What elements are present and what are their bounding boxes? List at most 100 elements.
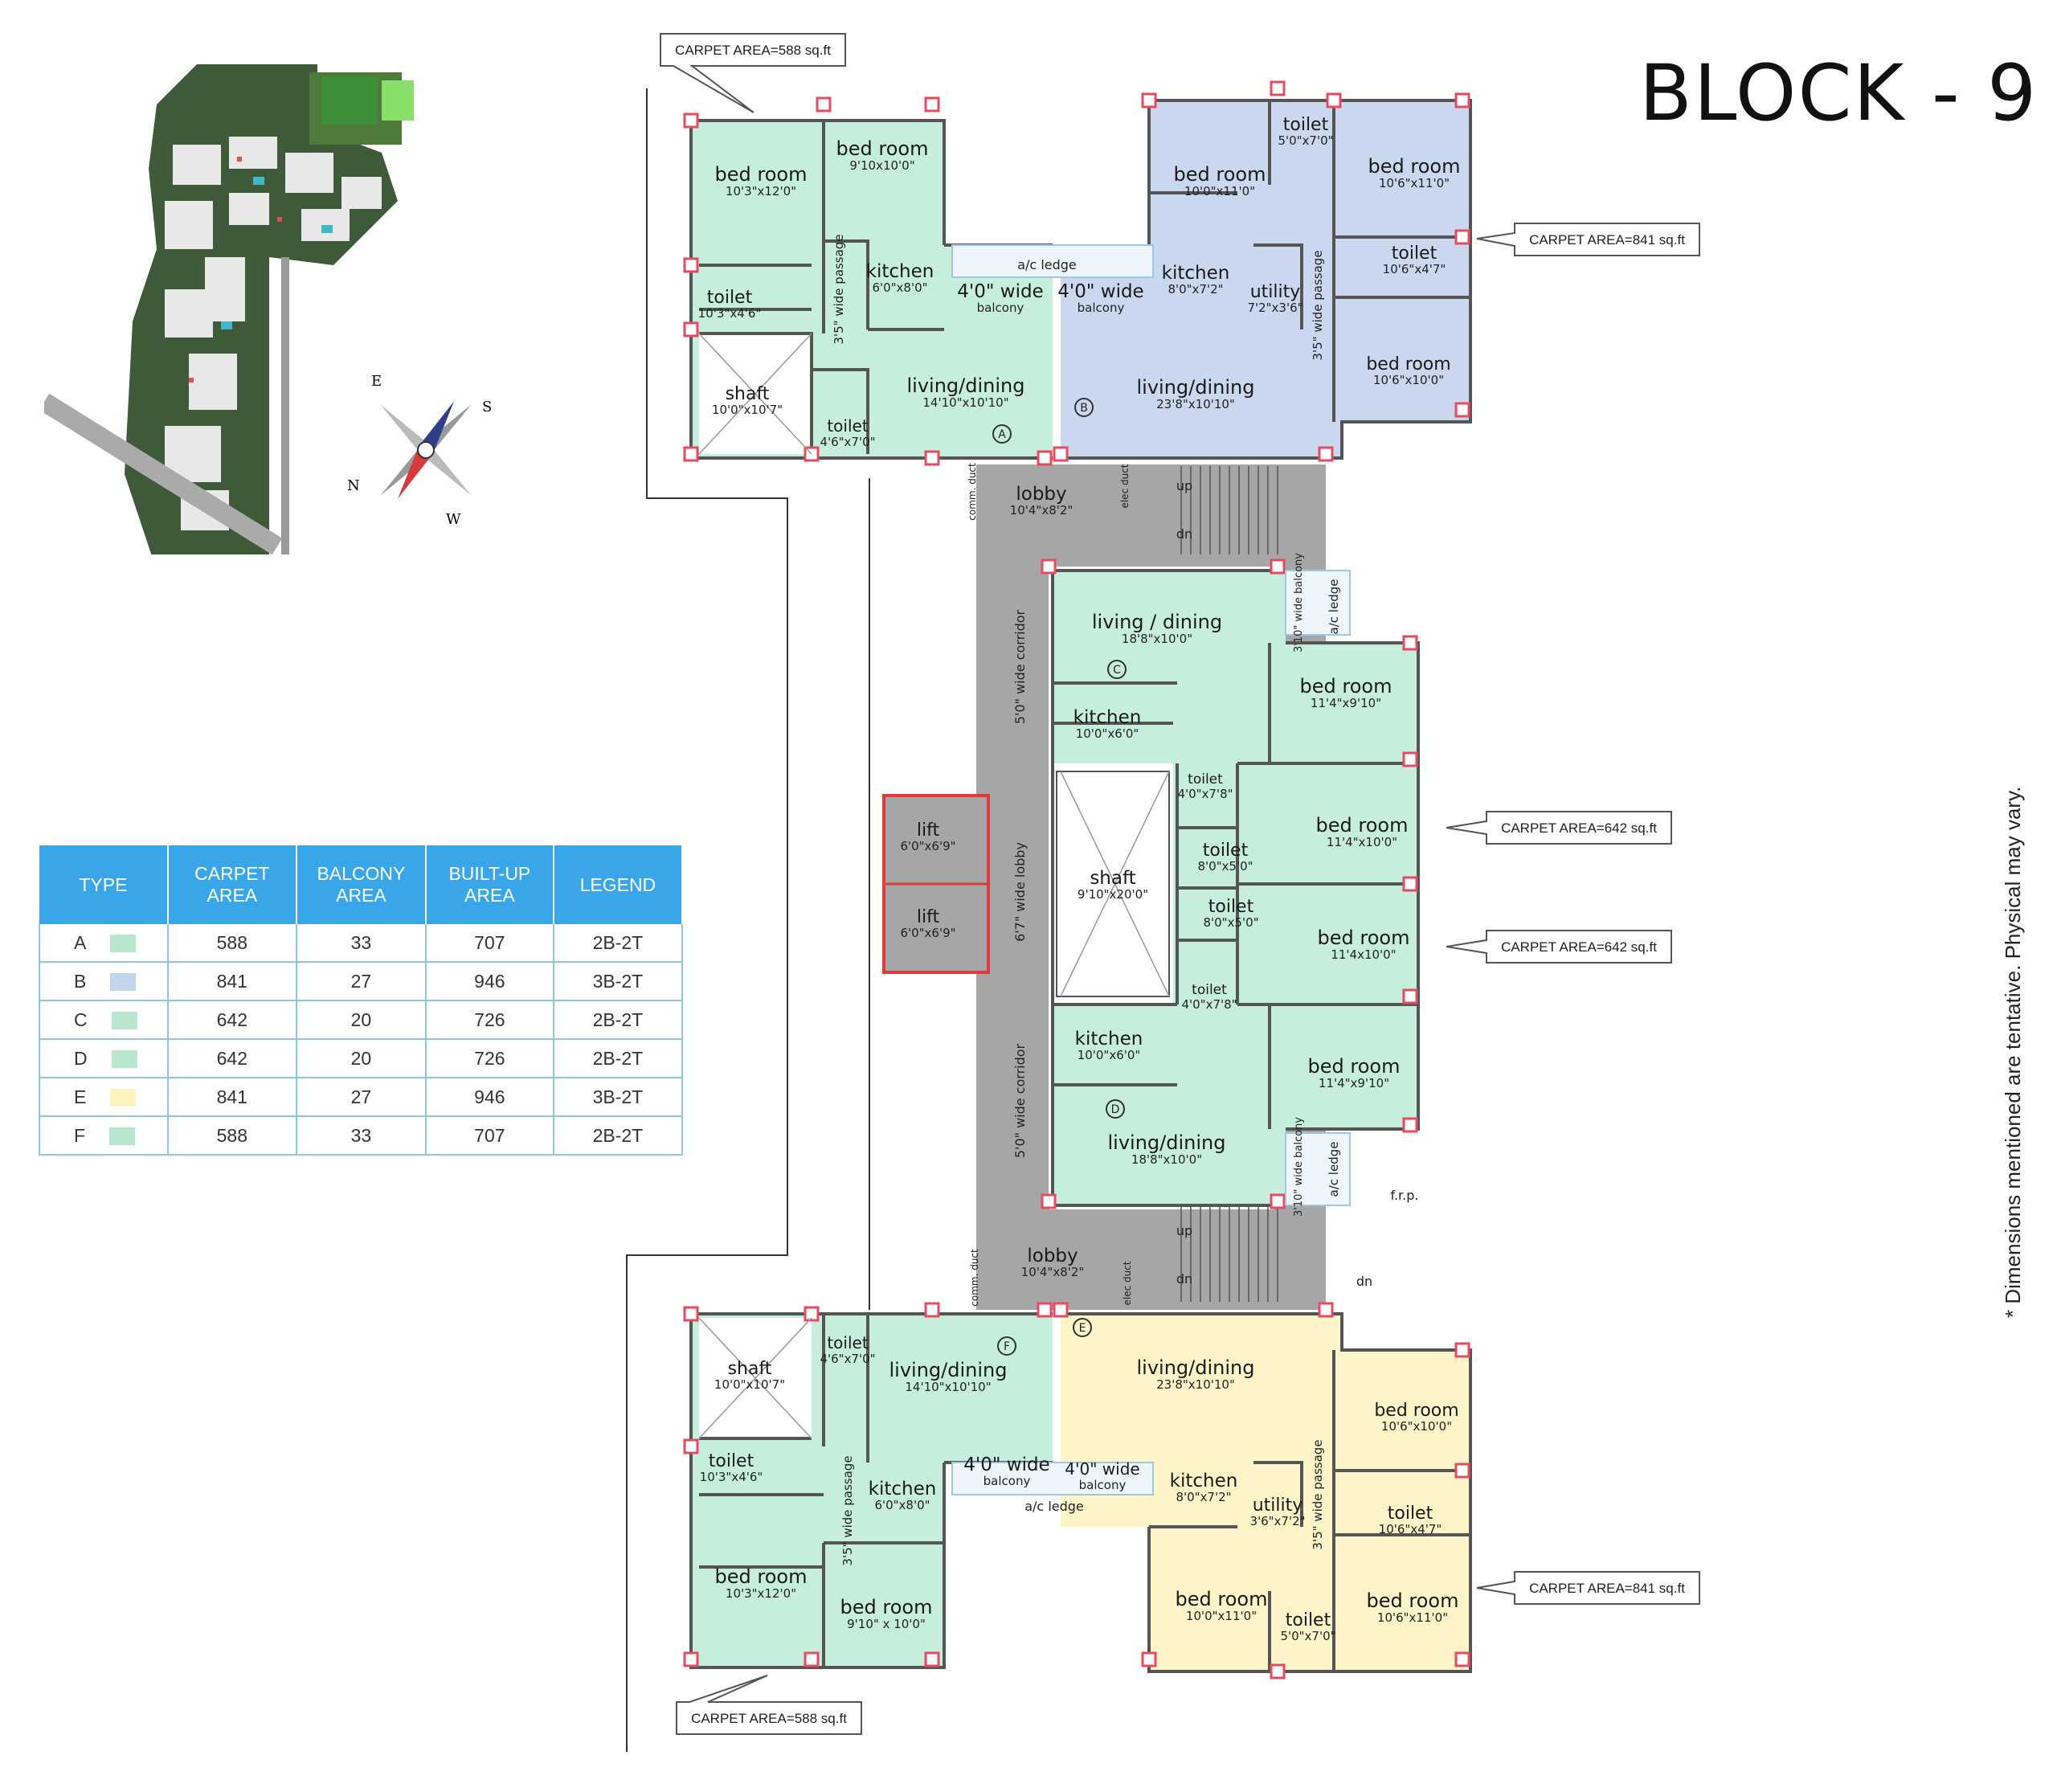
- structural-column: [1141, 1651, 1157, 1667]
- plan-label: dn: [1356, 1274, 1372, 1289]
- room-dimension: balcony: [1079, 1478, 1127, 1492]
- carpet-area-callout: [676, 1675, 862, 1735]
- structural-column: [1402, 1117, 1418, 1133]
- structural-column: [1326, 92, 1342, 108]
- room-dimension: 10'0"x11'0": [1184, 184, 1255, 198]
- room-dimension: balcony: [984, 1474, 1031, 1488]
- room-dimension: 4'6"x7'0": [820, 435, 875, 449]
- unit-f-area: [691, 1314, 1053, 1667]
- room-name: lift: [917, 907, 940, 927]
- room-dimension: 10'0"x11'0": [1186, 1609, 1257, 1623]
- room-dimension: balcony: [1078, 301, 1125, 315]
- room-name: lobby: [1027, 1246, 1078, 1266]
- unit-badge-letter: D: [1111, 1103, 1120, 1116]
- room-dimension: 11'4"x10'0": [1327, 835, 1397, 849]
- room-dimension: 18'8"x10'0": [1131, 1152, 1202, 1167]
- wall: [1253, 243, 1303, 329]
- carpet-area-callout: [1476, 223, 1700, 256]
- wall: [691, 119, 946, 245]
- cell-carpet: 841: [167, 962, 297, 1001]
- cell-carpet: 588: [167, 924, 297, 963]
- type-letter: E: [74, 1086, 87, 1107]
- unit-a-area: [691, 121, 1053, 458]
- unit-badge: [1073, 1318, 1092, 1337]
- room-name: kitchen: [869, 1479, 937, 1499]
- vertical-label: 3'5" wide passage: [1311, 250, 1325, 360]
- legend-swatch: [110, 1089, 137, 1107]
- room-name: bed room: [1366, 354, 1450, 374]
- legend-swatch: [111, 1050, 137, 1069]
- room-name: bed room: [1368, 155, 1461, 178]
- room-name: lobby: [1016, 484, 1066, 505]
- room-name: shaft: [728, 1359, 772, 1379]
- cell-builtup: 946: [425, 962, 554, 1001]
- room-name: toilet: [1208, 897, 1254, 917]
- cell-type: A: [39, 924, 169, 963]
- unit-badge: [997, 1336, 1016, 1356]
- room-name: living / dining: [1092, 611, 1222, 633]
- unit-badge-letter: A: [998, 428, 1006, 441]
- room-name: living/dining: [889, 1359, 1008, 1381]
- room-name: bed room: [1176, 1588, 1268, 1610]
- cell-type: E: [39, 1078, 169, 1117]
- room-dimension: 8'0"x5'0": [1203, 915, 1258, 930]
- room-dimension: 7'2"x3'6": [1247, 301, 1302, 315]
- room-name: 4'0" wide: [1057, 281, 1143, 302]
- vertical-label: 3'10" wide balcony: [1293, 1117, 1305, 1217]
- cell-carpet: 841: [167, 1078, 297, 1117]
- type-letter: A: [74, 931, 87, 953]
- legend-swatch: [110, 973, 137, 992]
- room-name: toilet: [1203, 841, 1249, 861]
- carpet-area-label: CARPET AREA=588 sq.ft: [675, 43, 831, 58]
- room-name: bed room: [1308, 1055, 1401, 1078]
- room-name: utility: [1253, 1495, 1303, 1516]
- cell-builtup: 726: [425, 1000, 554, 1040]
- unit-badge-letter: C: [1113, 664, 1121, 677]
- compass-w: W: [446, 511, 461, 528]
- room-name: 4'0" wide: [1065, 1459, 1139, 1479]
- vertical-label: elec duct: [1119, 464, 1131, 508]
- vertical-label: 3'5" wide passage: [1311, 1439, 1325, 1549]
- plan-label: a/c ledge: [1017, 257, 1077, 272]
- unit-badge: [1107, 660, 1127, 679]
- table-header: CARPET AREA: [167, 845, 297, 924]
- structural-column: [1270, 1663, 1286, 1679]
- room-name: kitchen: [1162, 263, 1230, 284]
- unit-b-area: [1061, 100, 1470, 458]
- structural-column: [1318, 1302, 1334, 1318]
- cell-balcony: 20: [296, 1039, 427, 1078]
- site-location-map: [44, 64, 414, 554]
- structural-column: [1037, 450, 1053, 466]
- room-dimension: 10'6"x4'7": [1379, 1522, 1442, 1536]
- room-dimension: 10'6"x4'7": [1383, 262, 1446, 276]
- room-name: living/dining: [1108, 1131, 1226, 1154]
- structural-column: [683, 1306, 699, 1322]
- room-dimension: 14'10"x10'10": [905, 1380, 991, 1394]
- room-dimension: 10'6"x11'0": [1379, 176, 1450, 190]
- room-dimension: 4'0"x7'8": [1177, 787, 1233, 801]
- structural-column: [804, 1306, 820, 1322]
- cell-legend: 2B-2T: [553, 1039, 684, 1078]
- room-dimension: 18'8"x10'0": [1122, 632, 1192, 646]
- cell-legend: 2B-2T: [553, 1000, 684, 1040]
- structural-column: [1318, 446, 1334, 462]
- legend-swatch: [110, 935, 137, 953]
- table-header: LEGEND: [553, 845, 684, 924]
- room-name: kitchen: [1170, 1471, 1238, 1491]
- cell-balcony: 33: [296, 924, 427, 963]
- room-dimension: 10'3"x4'6": [698, 306, 762, 321]
- room-name: toilet: [1388, 1504, 1433, 1524]
- plan-label: up: [1176, 1223, 1192, 1238]
- vertical-label: 3'10" wide balcony: [1293, 553, 1305, 653]
- table-header: TYPE: [39, 845, 169, 924]
- cell-type: C: [39, 1000, 169, 1040]
- carpet-area-callout: [1476, 1571, 1700, 1605]
- block-title: BLOCK - 9: [1639, 48, 2039, 138]
- plan-label: dn: [1176, 526, 1192, 542]
- room-name: bed room: [1367, 1589, 1459, 1612]
- table-header: BALCONY AREA: [296, 845, 427, 924]
- unit-badge-letter: E: [1079, 1322, 1086, 1335]
- room-dimension: 6'0"x6'9": [900, 926, 955, 940]
